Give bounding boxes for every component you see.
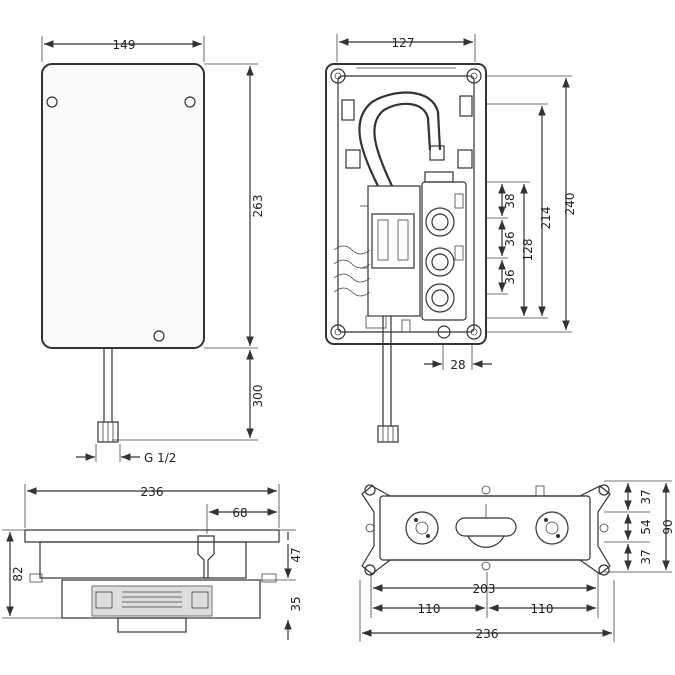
dim-149: 149 <box>113 38 136 52</box>
dim-54: 54 <box>639 519 653 534</box>
top-flange <box>24 529 280 543</box>
dim-214: 214 <box>539 207 553 230</box>
front-view: 149 263 300 G 1/2 <box>41 36 265 465</box>
outlet-port-3 <box>425 283 455 313</box>
dim-263: 263 <box>251 195 265 218</box>
screw-icon <box>330 324 346 340</box>
screw-icon <box>153 330 165 342</box>
side-view: 127 240 214 128 38 36 36 28 <box>325 34 577 443</box>
screw-icon <box>330 68 346 84</box>
dim-37-bottom: 37 <box>639 549 653 564</box>
dim-36-lower: 36 <box>503 269 517 284</box>
port-right <box>535 511 569 545</box>
dim-110-right: 110 <box>531 602 554 616</box>
rear-plate <box>379 495 591 561</box>
dim-28: 28 <box>450 358 465 372</box>
dim-35: 35 <box>289 596 303 611</box>
dim-236: 236 <box>141 485 164 499</box>
rear-view: 203 110 110 236 37 54 37 90 <box>359 480 675 642</box>
outlet-spout <box>197 535 215 579</box>
center-slot <box>455 517 517 537</box>
dim-240: 240 <box>563 193 577 216</box>
dim-127: 127 <box>392 36 415 50</box>
dim-128: 128 <box>521 239 535 262</box>
outlet-port-2 <box>425 247 455 277</box>
outlet-port-1 <box>425 207 455 237</box>
screw-icon <box>184 96 196 108</box>
mounting-bracket <box>361 485 611 575</box>
port-left <box>405 511 439 545</box>
dim-38: 38 <box>503 193 517 208</box>
dim-47: 47 <box>289 547 303 562</box>
dim-36-upper: 36 <box>503 231 517 246</box>
valve-block <box>421 181 467 321</box>
connection-label: G 1/2 <box>144 451 176 465</box>
dim-37-top: 37 <box>639 489 653 504</box>
mounting-frame <box>325 63 487 345</box>
dim-236-rear: 236 <box>476 627 499 641</box>
screw-icon <box>46 96 58 108</box>
dim-68: 68 <box>232 506 247 520</box>
screw-icon <box>466 324 482 340</box>
dim-300: 300 <box>251 385 265 408</box>
screw-icon <box>466 68 482 84</box>
label-plate <box>91 585 213 617</box>
dim-203: 203 <box>473 582 496 596</box>
dim-90: 90 <box>661 519 675 534</box>
front-cover-panel <box>41 63 205 349</box>
dim-110-left: 110 <box>418 602 441 616</box>
dim-82: 82 <box>11 566 25 581</box>
screw-icon <box>437 325 451 339</box>
top-view: 236 68 82 47 35 <box>2 484 303 640</box>
